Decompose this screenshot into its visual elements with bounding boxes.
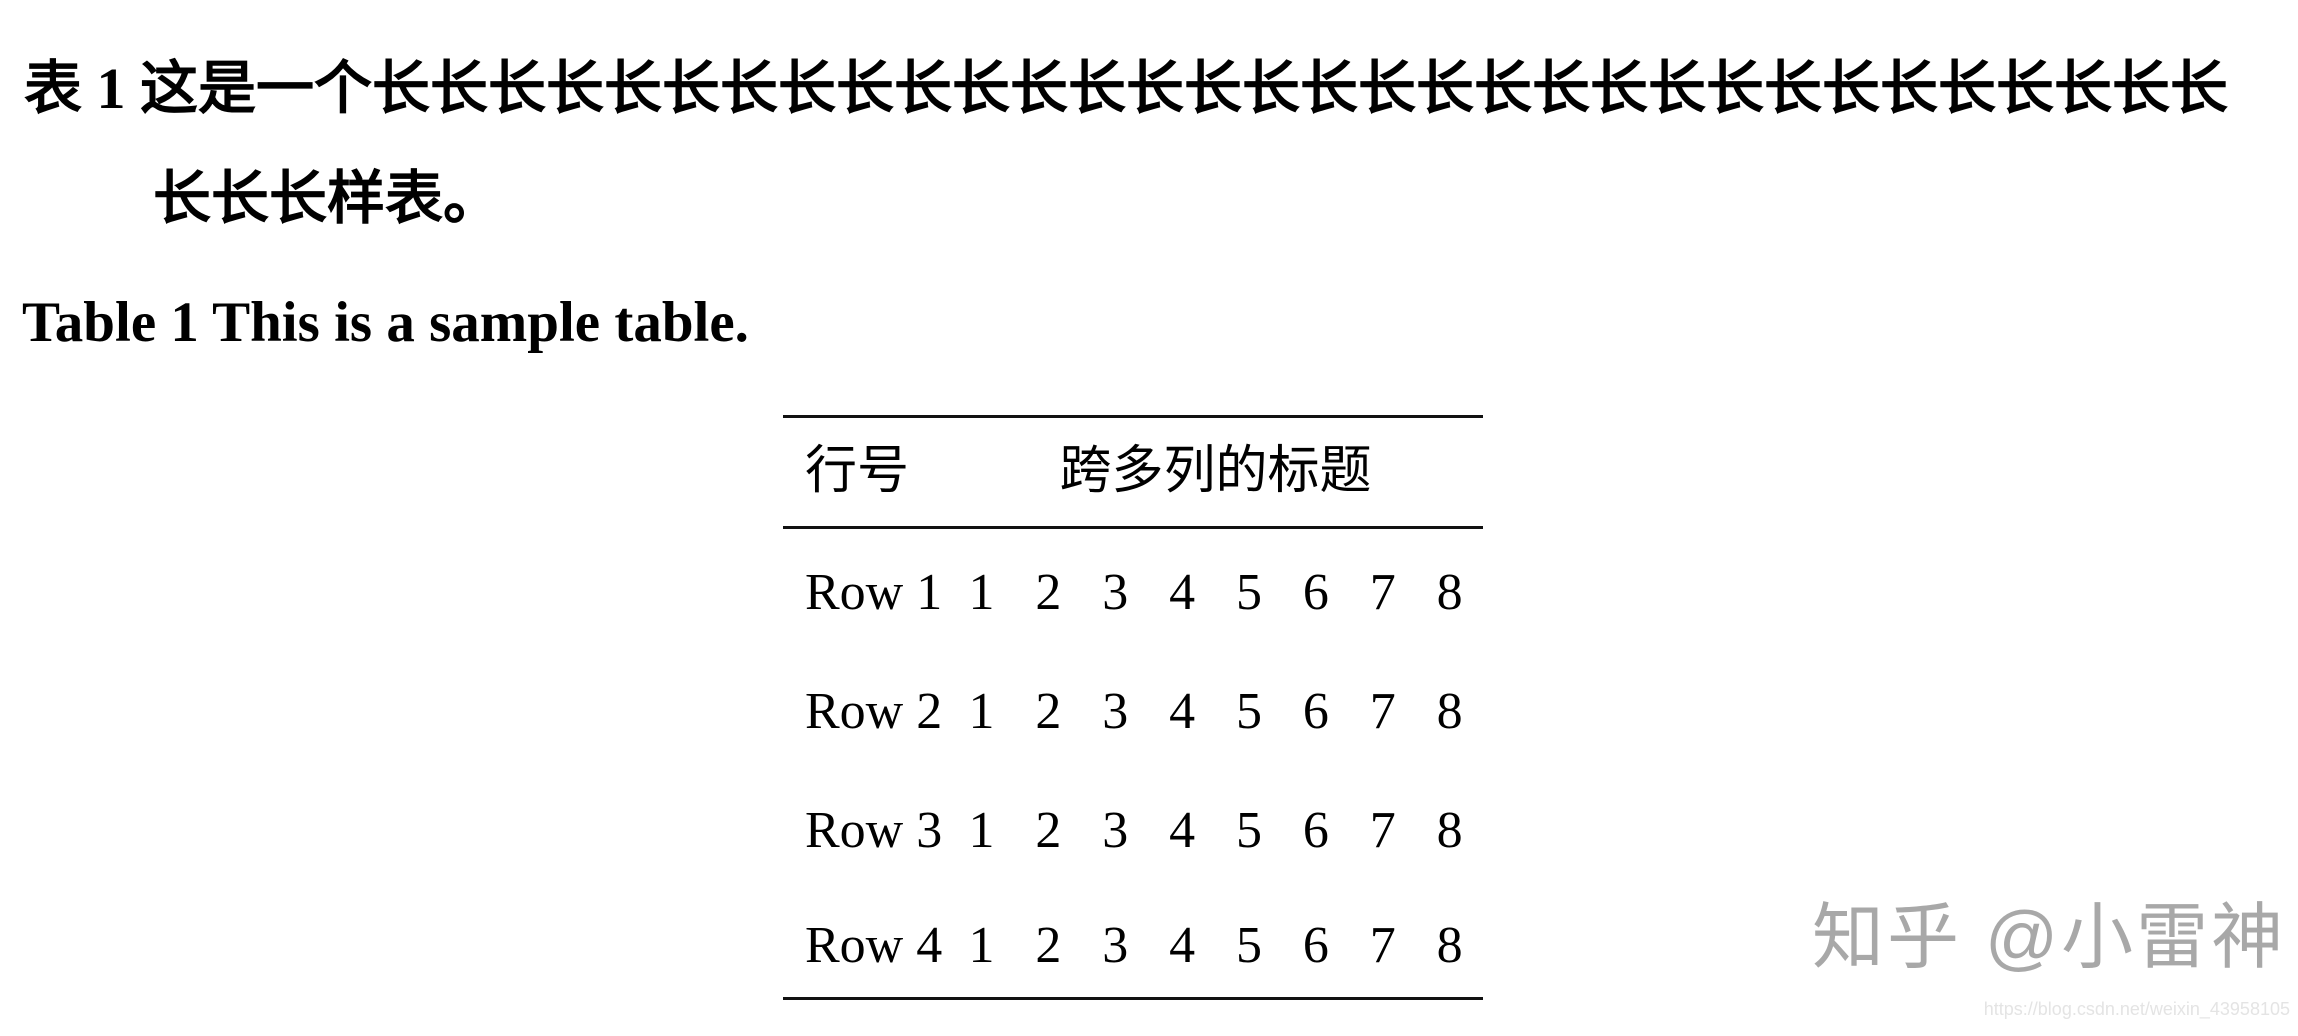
- table-row: Row 2 1 2 3 4 5 6 7 8: [783, 648, 1483, 767]
- row-label: Row 4: [805, 916, 943, 974]
- cell: 6: [1302, 563, 1329, 621]
- cell: 4: [1169, 916, 1196, 974]
- cell: 7: [1369, 916, 1396, 974]
- cell: 2: [1035, 563, 1062, 621]
- sample-table: 行号 跨多列的标题 Row 1 1 2 3 4 5 6 7 8 Row 2 1 …: [783, 415, 1483, 1000]
- cell: 3: [1102, 801, 1129, 859]
- table-caption-zh-line2: 长长长样表。: [153, 166, 502, 231]
- cell: 8: [1436, 563, 1463, 621]
- table-row: Row 3 1 2 3 4 5 6 7 8: [783, 767, 1483, 886]
- cell: 8: [1436, 682, 1463, 740]
- cell: 1: [968, 563, 995, 621]
- cell: 2: [1035, 682, 1062, 740]
- row-label: Row 3: [805, 801, 943, 859]
- cell: 5: [1235, 801, 1262, 859]
- cell: 1: [968, 916, 995, 974]
- cell: 7: [1369, 563, 1396, 621]
- cell: 6: [1302, 682, 1329, 740]
- table-header-row: 行号 跨多列的标题: [783, 416, 1483, 529]
- watermark-zhihu: 知乎 @小雷神: [1812, 898, 2287, 978]
- source-url: https://blog.csdn.net/weixin_43958105: [1983, 999, 2290, 1019]
- cell: 1: [968, 682, 995, 740]
- row-label: Row 2: [805, 682, 943, 740]
- cell: 4: [1169, 801, 1196, 859]
- cell: 6: [1302, 801, 1329, 859]
- cell: 5: [1235, 563, 1262, 621]
- table-caption-en: Table 1 This is a sample table.: [22, 291, 749, 354]
- cell: 4: [1169, 563, 1196, 621]
- table-row: Row 1 1 2 3 4 5 6 7 8: [783, 528, 1483, 649]
- cell: 2: [1035, 801, 1062, 859]
- cell: 4: [1169, 682, 1196, 740]
- cell: 3: [1102, 563, 1129, 621]
- cell: 7: [1369, 682, 1396, 740]
- row-label: Row 1: [805, 563, 943, 621]
- cell: 5: [1235, 916, 1262, 974]
- cell: 3: [1102, 682, 1129, 740]
- table-caption-zh-line1: 表 1 这是一个长长长长长长长长长长长长长长长长长长长长长长长长长长长长长长长长: [24, 56, 2229, 121]
- cell: 8: [1436, 801, 1463, 859]
- header-cell-row-number: 行号: [783, 416, 948, 529]
- cell: 8: [1436, 916, 1463, 974]
- cell: 5: [1235, 682, 1262, 740]
- cell: 3: [1102, 916, 1129, 974]
- table-row: Row 4 1 2 3 4 5 6 7 8: [783, 886, 1483, 999]
- cell: 2: [1035, 916, 1062, 974]
- cell: 6: [1302, 916, 1329, 974]
- cell: 7: [1369, 801, 1396, 859]
- header-cell-span-title: 跨多列的标题: [948, 416, 1483, 529]
- cell: 1: [968, 801, 995, 859]
